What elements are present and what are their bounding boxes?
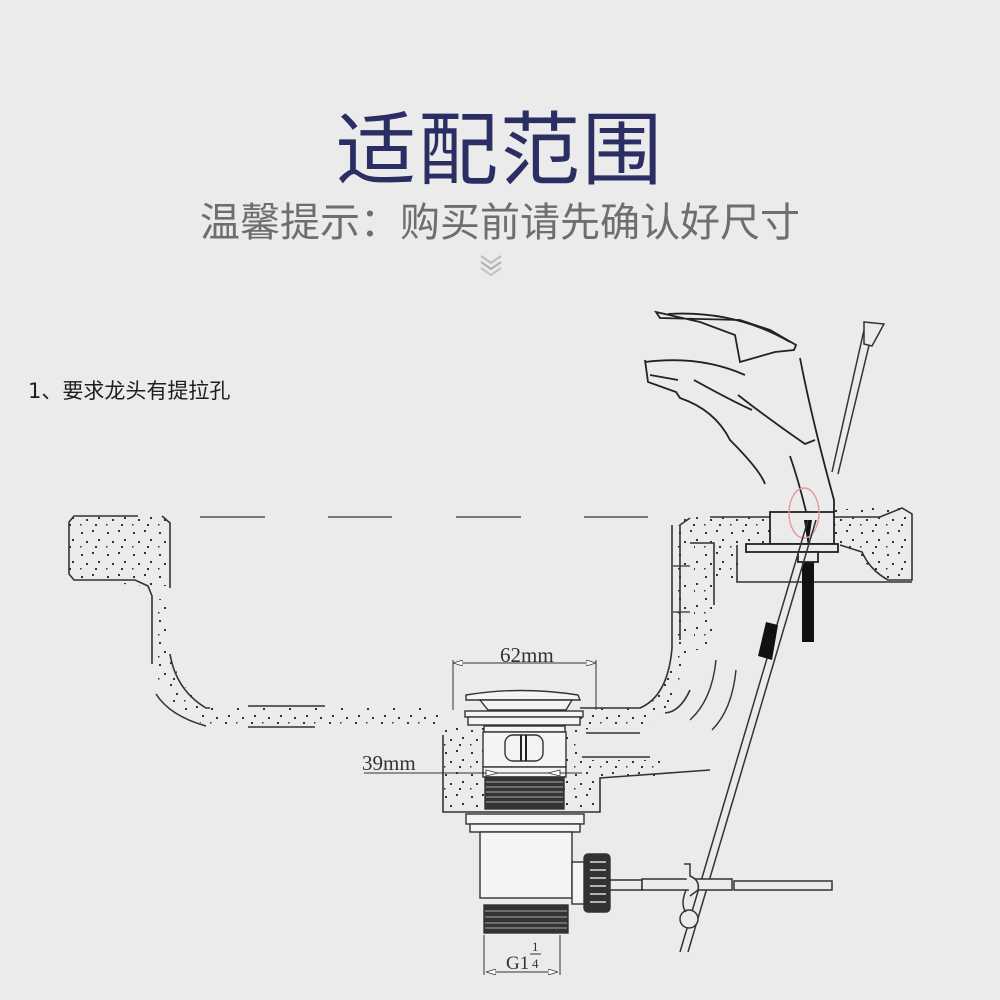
thread-fraction-numerator: 1: [532, 939, 539, 954]
double-chevron-down-icon: [480, 255, 502, 277]
dimension-top-diameter: 62mm: [500, 643, 554, 667]
pop-up-drain: [464, 689, 611, 934]
page-title: 适配范围: [336, 104, 664, 197]
pull-rod-hole-highlight: [788, 487, 820, 539]
basin-countertop-right: [673, 506, 913, 731]
dimension-body-diameter: 39mm: [362, 751, 416, 775]
dimension-thread: G1 1 4: [483, 935, 561, 975]
dimension-39mm: 39mm: [362, 751, 582, 777]
page-subtitle: 温馨提示：购买前请先确认好尺寸: [200, 200, 800, 246]
dimension-62mm: 62mm: [452, 643, 597, 710]
requirement-note: 1、要求龙头有提拉孔: [28, 379, 231, 403]
basin-bowl: [152, 520, 711, 813]
faucet: [644, 310, 839, 642]
thread-prefix: G1: [506, 953, 529, 974]
basin-countertop-left: [68, 515, 171, 664]
thread-fraction-denominator: 4: [532, 956, 539, 971]
lift-rod-linkage: [609, 863, 833, 929]
